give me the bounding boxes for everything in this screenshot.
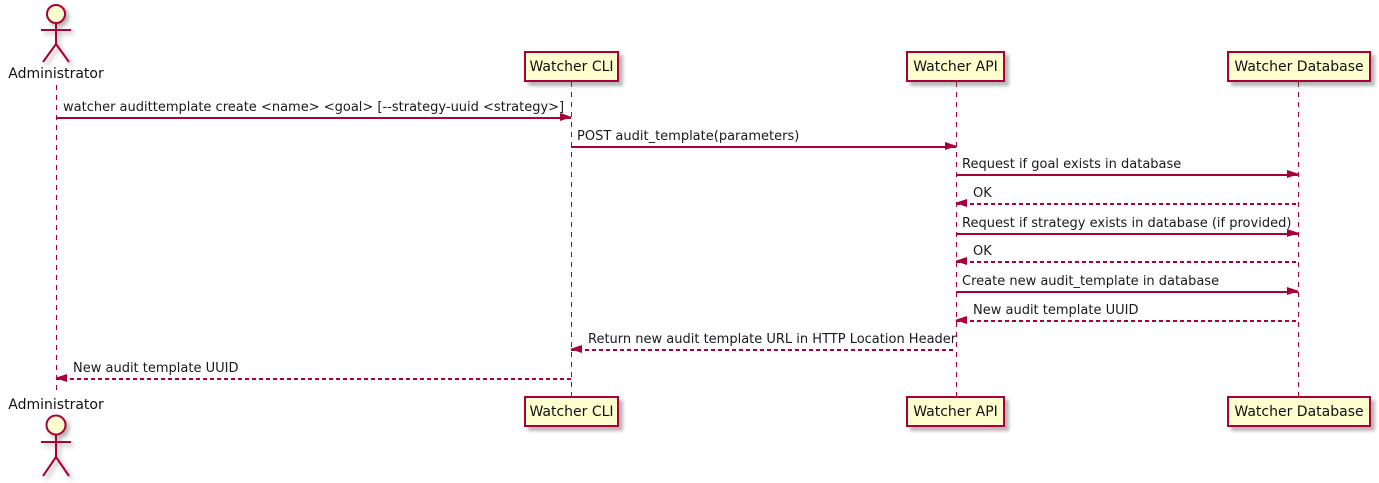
participant-label: Watcher Database <box>1234 403 1364 420</box>
message-line <box>56 378 571 380</box>
lifeline-watcher-cli <box>571 82 572 396</box>
arrowhead-left-icon <box>955 256 967 265</box>
message-label: POST audit_template(parameters) <box>577 129 800 144</box>
participant-watcher-api-top: Watcher API <box>906 51 1005 82</box>
lifeline-administrator <box>56 85 57 393</box>
participant-label: Watcher API <box>913 58 998 75</box>
arrowhead-right-icon <box>945 141 957 150</box>
message-label: Request if goal exists in database <box>962 157 1182 172</box>
message-label: Return new audit template URL in HTTP Lo… <box>588 332 957 347</box>
arrowhead-left-icon <box>955 315 967 324</box>
message-label: New audit template UUID <box>73 361 239 376</box>
arrowhead-right-icon <box>1287 169 1299 178</box>
participant-watcher-cli-bottom: Watcher CLI <box>524 396 619 427</box>
message-label: OK <box>973 186 992 201</box>
arrowhead-left-icon <box>55 373 67 382</box>
actor-icon <box>41 414 71 477</box>
actor-label-bottom: Administrator <box>8 397 104 413</box>
participant-watcher-cli-top: Watcher CLI <box>524 51 619 82</box>
actor-label-top: Administrator <box>8 66 104 82</box>
message-line <box>956 233 1298 235</box>
message-label: watcher audittemplate create <name> <goa… <box>63 100 565 115</box>
actor-icon <box>41 4 71 63</box>
participant-label: Watcher CLI <box>529 58 614 75</box>
lifeline-watcher-api <box>956 82 957 396</box>
participant-label: Watcher CLI <box>529 403 614 420</box>
message-line <box>956 174 1298 176</box>
participant-watcher-api-bottom: Watcher API <box>906 396 1005 427</box>
arrowhead-right-icon <box>1287 228 1299 237</box>
message-line <box>956 320 1298 322</box>
message-line <box>571 349 956 351</box>
message-line <box>956 261 1298 263</box>
participant-watcher-database-top: Watcher Database <box>1227 51 1371 82</box>
participant-label: Watcher API <box>913 403 998 420</box>
arrowhead-left-icon <box>570 344 582 353</box>
arrowhead-left-icon <box>955 198 967 207</box>
lifeline-watcher-database <box>1298 82 1299 396</box>
participant-label: Watcher Database <box>1234 58 1364 75</box>
message-line <box>571 146 956 148</box>
participant-watcher-database-bottom: Watcher Database <box>1227 396 1371 427</box>
arrowhead-right-icon <box>560 112 572 121</box>
arrowhead-right-icon <box>1287 286 1299 295</box>
message-label: Request if strategy exists in database (… <box>962 216 1292 231</box>
message-line <box>956 203 1298 205</box>
message-label: Create new audit_template in database <box>962 274 1220 289</box>
message-line <box>56 117 571 119</box>
message-label: New audit template UUID <box>973 303 1139 318</box>
message-line <box>956 291 1298 293</box>
message-label: OK <box>973 244 992 259</box>
